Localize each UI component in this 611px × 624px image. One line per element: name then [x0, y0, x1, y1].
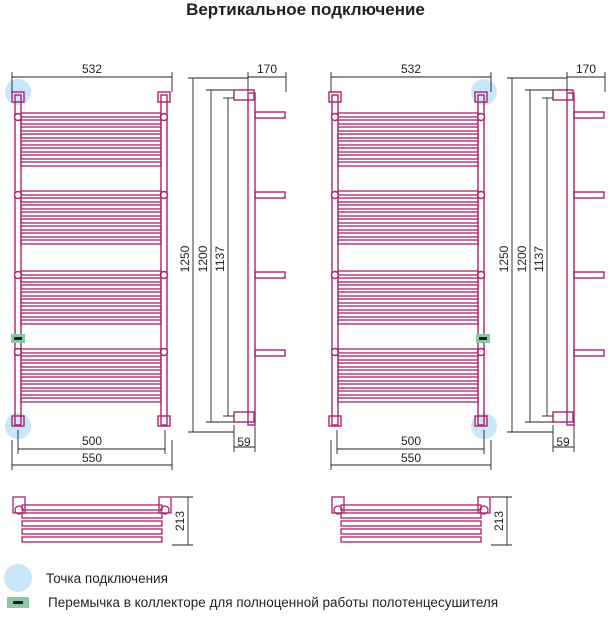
dim-depth-plan: 213 [492, 511, 506, 531]
rail-rung [337, 119, 479, 125]
rail-rung [337, 225, 479, 231]
rail-rung [20, 390, 162, 396]
rail-rung [337, 197, 479, 203]
rail-rung [337, 133, 479, 139]
rail-rung [337, 355, 479, 361]
rail-rung [20, 197, 162, 203]
left-plan-view [12, 496, 172, 543]
rail-rung [20, 112, 162, 118]
rail-rung [337, 348, 479, 354]
connection-point-swatch [4, 564, 32, 592]
dim-width-inner: 500 [401, 434, 421, 448]
dim-depth-plan: 213 [173, 511, 187, 531]
rail-rung [20, 291, 162, 297]
rail-rung [337, 376, 479, 382]
left-side-view [233, 89, 286, 426]
rail-rung [20, 362, 162, 368]
dim-height-mid: 1200 [196, 245, 210, 272]
rail-rung [20, 140, 162, 146]
dim-height-total: 1250 [497, 245, 511, 272]
diagram-title: Вертикальное подключение [186, 0, 425, 19]
rail-rung [20, 133, 162, 139]
rail-rung [20, 161, 162, 167]
rail-rung [337, 126, 479, 132]
legend-jumper: Перемычка в коллекторе для полноценной р… [4, 595, 498, 610]
rail-rung [337, 270, 479, 276]
rail-rung [337, 298, 479, 304]
dim-offset-bottom: 59 [237, 435, 251, 449]
rail-rung [337, 397, 479, 403]
rail-rung [337, 154, 479, 160]
rail-rung [20, 298, 162, 304]
left-front-view [5, 79, 171, 439]
rail-rung [20, 305, 162, 311]
rail-rung [337, 232, 479, 238]
rail-rung [337, 284, 479, 290]
right-side-view [552, 89, 605, 426]
dim-width-total: 550 [401, 451, 421, 465]
rail-rung [337, 140, 479, 146]
rail-rung [337, 383, 479, 389]
rail-rung [20, 154, 162, 160]
rail-rung [20, 147, 162, 153]
legend-connection-point: Точка подключения [4, 564, 168, 592]
dim-width-total: 550 [82, 451, 102, 465]
right-front-view [328, 79, 497, 439]
rail-rung [20, 190, 162, 196]
dim-width-top: 532 [401, 62, 421, 76]
dim-width-top: 532 [82, 62, 102, 76]
dim-height-inner: 1137 [213, 246, 227, 272]
rail-rung [20, 284, 162, 290]
rail-rung [337, 239, 479, 245]
rail-rung [20, 239, 162, 245]
rail-rung [20, 225, 162, 231]
rail-rung [337, 112, 479, 118]
legend-point-label: Точка подключения [46, 570, 168, 586]
dim-depth-top: 170 [576, 62, 596, 76]
rail-rung [337, 312, 479, 318]
rail-rung [20, 270, 162, 276]
rail-rung [20, 277, 162, 283]
rail-rung [20, 369, 162, 375]
rail-rung [20, 232, 162, 238]
rail-rung [337, 190, 479, 196]
dim-height-inner: 1137 [532, 246, 546, 272]
rail-rung [337, 362, 479, 368]
rail-rung [20, 319, 162, 325]
rail-rung [337, 291, 479, 297]
rail-rung [20, 312, 162, 318]
rail-rung [337, 305, 479, 311]
rail-rung [20, 126, 162, 132]
rail-rung [337, 277, 479, 283]
rail-rung [337, 211, 479, 217]
rail-rung [20, 383, 162, 389]
rail-rung [20, 397, 162, 403]
rail-rung [337, 390, 479, 396]
dim-width-inner: 500 [82, 434, 102, 448]
rail-rung [20, 211, 162, 217]
rail-rung [337, 147, 479, 153]
legend-jumper-label: Перемычка в коллекторе для полноценной р… [48, 595, 499, 610]
rail-rung [337, 161, 479, 167]
dim-depth-top: 170 [257, 62, 277, 76]
rail-rung [20, 376, 162, 382]
dim-height-mid: 1200 [515, 245, 529, 272]
rail-rung [20, 204, 162, 210]
rail-rung [337, 369, 479, 375]
right-plan-view [331, 496, 491, 543]
rail-rung [337, 218, 479, 224]
rail-rung [20, 355, 162, 361]
jumper-swatch [7, 597, 29, 608]
rail-rung [20, 218, 162, 224]
rail-rung [337, 319, 479, 325]
rail-rung [20, 119, 162, 125]
rail-rung [20, 348, 162, 354]
dim-offset-bottom: 59 [556, 435, 570, 449]
rail-rung [337, 204, 479, 210]
dim-height-total: 1250 [178, 245, 192, 272]
